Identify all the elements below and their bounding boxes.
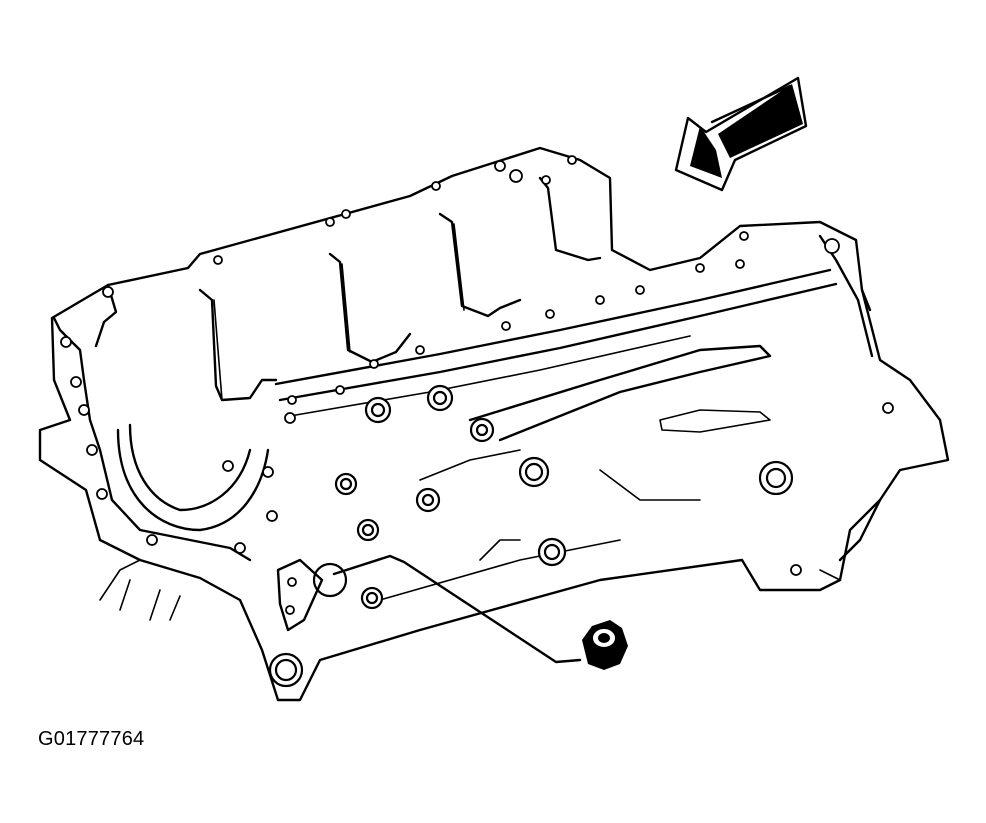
core-plug-bores xyxy=(268,384,794,688)
engine-block xyxy=(38,146,950,702)
oil-gallery-plug xyxy=(332,554,628,670)
figure-id-label: G01777764 xyxy=(38,728,145,750)
view-direction-arrow xyxy=(674,76,808,192)
bolt-holes xyxy=(60,155,894,576)
